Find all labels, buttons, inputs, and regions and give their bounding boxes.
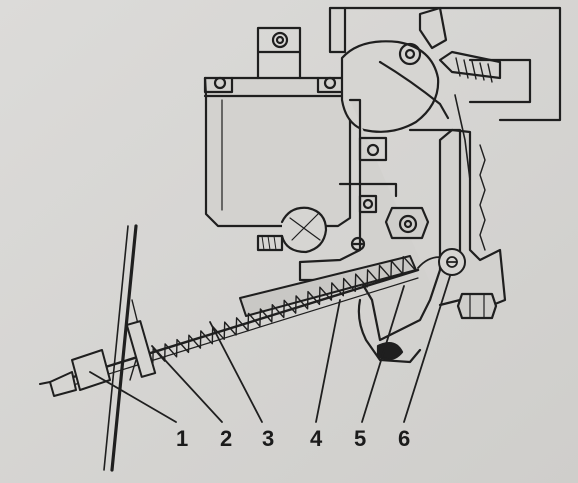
carburetor-body xyxy=(203,6,562,364)
leader-lines xyxy=(89,275,451,423)
cable-clip xyxy=(256,206,328,254)
callout-4: 4 xyxy=(310,426,323,451)
cable-end-fitting xyxy=(39,349,111,397)
callout-2: 2 xyxy=(220,426,232,451)
callout-1: 1 xyxy=(176,426,188,451)
callout-3: 3 xyxy=(262,426,274,451)
callout-labels: 1 2 3 4 5 6 xyxy=(176,426,410,451)
firewall-panel xyxy=(103,224,157,472)
callout-6: 6 xyxy=(398,426,410,451)
choke-cable-assembly xyxy=(68,248,466,387)
callout-5: 5 xyxy=(354,426,366,451)
